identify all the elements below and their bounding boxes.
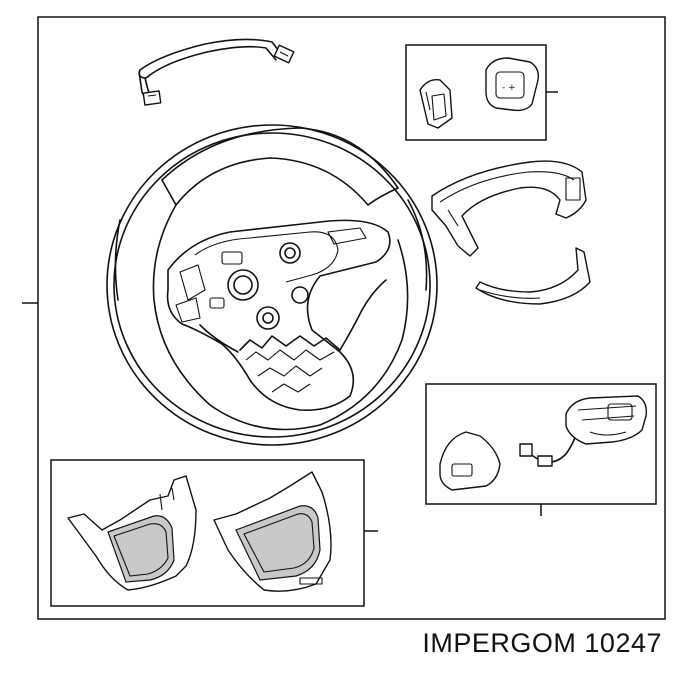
wiring-harness (138, 38, 295, 106)
part-number-caption: IMPERGOM 10247 (422, 628, 662, 658)
paddle-switch-inset: - + (405, 44, 558, 141)
trim-covers (431, 160, 591, 305)
diagram-frame (37, 16, 666, 620)
steering-wheel (106, 124, 438, 446)
switch-assembly-inset (425, 383, 657, 516)
svg-text:- +: - + (502, 83, 516, 93)
lower-trim-inset (50, 459, 378, 607)
